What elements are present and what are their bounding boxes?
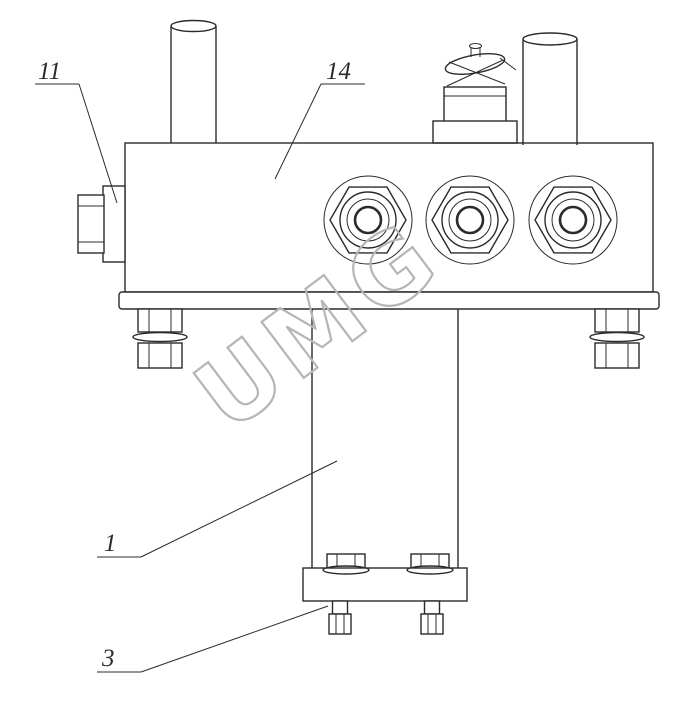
right-pipe — [522, 32, 578, 145]
callout-3-leader-line — [140, 605, 329, 673]
callout-3: 3 — [97, 605, 329, 673]
watermark-text: UMG — [175, 199, 461, 453]
pedestal-column — [311, 309, 459, 568]
callout-11: 11 — [35, 58, 118, 204]
callout-14: 14 — [274, 58, 365, 180]
callout-11-leader-line — [78, 83, 118, 204]
flange-bolt-left — [132, 308, 188, 369]
callout-1-label: 1 — [104, 530, 117, 557]
callout-1-leader-line — [140, 460, 338, 558]
left-pipe — [170, 19, 217, 143]
callout-14-leader-line — [274, 83, 322, 180]
callout-14-label: 14 — [326, 58, 351, 85]
callout-11-label: 11 — [38, 58, 61, 85]
stud-left — [328, 600, 352, 635]
side-port-fitting — [77, 185, 126, 263]
base-bolt-right — [406, 553, 454, 575]
callout-1: 1 — [97, 460, 338, 558]
solenoid-valve — [432, 43, 518, 144]
stud-right — [420, 600, 444, 635]
flange-bolt-right — [589, 308, 645, 369]
mounting-flange — [118, 291, 660, 310]
base-plate — [302, 567, 468, 602]
port-fitting-right — [527, 174, 619, 266]
port-fitting-center — [424, 174, 516, 266]
callout-3-label: 3 — [101, 645, 115, 672]
base-bolt-left — [322, 553, 370, 575]
